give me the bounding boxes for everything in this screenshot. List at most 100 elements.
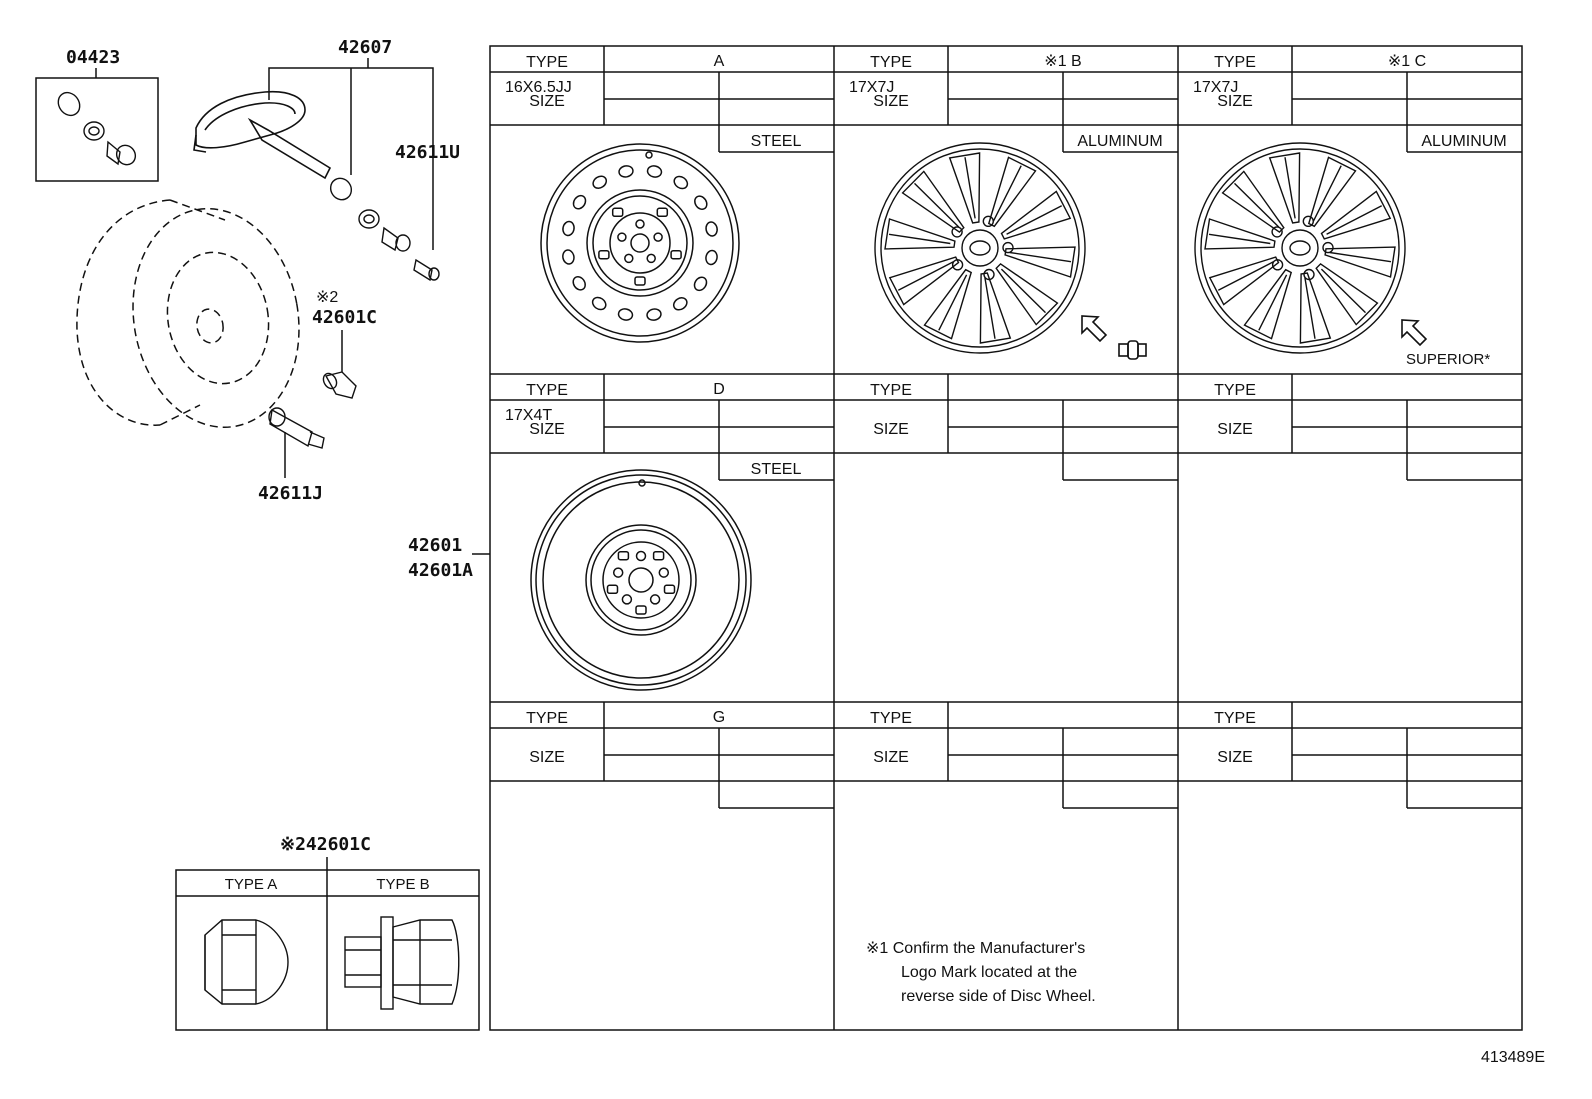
lug-hole	[635, 550, 647, 562]
spoke	[1000, 190, 1072, 240]
part-42607-group: 42607 42611U	[193, 37, 460, 282]
wheel-b-arrow-icon	[1081, 315, 1147, 360]
size-label: SIZE	[1217, 93, 1253, 110]
part-label-42611U: 42611U	[395, 142, 460, 163]
spoke-ridge	[1329, 251, 1392, 263]
part-42601-group: 42601 42601A	[408, 535, 490, 581]
spoke	[1307, 156, 1357, 228]
spoke-ridge	[992, 165, 1022, 222]
hub-slot	[617, 550, 630, 561]
size-value: 17X7J	[1193, 79, 1238, 96]
lug-hole	[983, 268, 995, 281]
part-label-42601A: 42601A	[408, 560, 473, 581]
spoke-ridge	[1217, 261, 1274, 291]
vent-hole	[572, 275, 586, 291]
size-label: SIZE	[873, 749, 909, 766]
footnote-line-1: ※1 Confirm the Manufacturer's	[866, 940, 1085, 957]
spoke-ridge	[1234, 182, 1280, 228]
spoke-ridge	[1000, 268, 1046, 314]
wheel-c-arrow-icon	[1401, 319, 1428, 347]
size-value: 16X6.5JJ	[505, 79, 572, 96]
material-value: STEEL	[751, 461, 802, 478]
vent-hole	[592, 175, 608, 189]
wheel-c-note: SUPERIOR*	[1406, 351, 1490, 368]
hub-slot	[606, 584, 619, 595]
part-label-42607: 42607	[338, 37, 392, 58]
spoke-ridge	[897, 261, 954, 291]
type-label: TYPE	[870, 382, 912, 399]
material-value: STEEL	[751, 133, 802, 150]
lug-hole	[621, 594, 633, 605]
hub-slot	[652, 550, 665, 561]
spoke-ridge	[914, 182, 960, 228]
vent-hole	[705, 249, 718, 266]
size-label: SIZE	[529, 93, 565, 110]
spoke	[1208, 256, 1280, 306]
part-label-42601: 42601	[408, 535, 462, 556]
nut-type-a-label: TYPE A	[225, 876, 278, 893]
material-value: ALUMINUM	[1421, 133, 1506, 150]
size-label: SIZE	[1217, 749, 1253, 766]
hub-slot	[635, 605, 647, 615]
spoke-ridge	[1258, 274, 1288, 331]
type-label: TYPE	[1214, 710, 1256, 727]
lug-hole	[1271, 226, 1283, 238]
spoke-ridge	[984, 277, 996, 339]
spoke-ridge	[888, 233, 951, 245]
spoke	[995, 262, 1059, 326]
flanged-nut-icon	[344, 916, 460, 1010]
spoke	[1320, 190, 1392, 240]
spoke	[1221, 170, 1285, 234]
spoke-ridge	[1006, 205, 1063, 235]
lug-hole	[646, 253, 656, 264]
lug-hole	[1002, 241, 1014, 254]
hub-slot	[634, 276, 646, 286]
valve-stem-icon	[268, 407, 325, 449]
footnote-line-3: reverse side of Disc Wheel.	[901, 988, 1096, 1005]
spoke	[901, 170, 965, 234]
spoke	[1268, 152, 1301, 224]
vent-hole	[694, 195, 708, 211]
type-value: A	[714, 53, 725, 70]
type-label: TYPE	[1214, 54, 1256, 71]
type-label: TYPE	[870, 710, 912, 727]
vent-hole	[562, 249, 575, 265]
wheel-c-aluminum-icon	[1194, 142, 1406, 354]
size-value: 17X7J	[849, 79, 894, 96]
lug-hole	[1271, 259, 1284, 271]
type-label: TYPE	[1214, 382, 1256, 399]
nut-type-b-label: TYPE B	[376, 876, 429, 893]
spoke	[1299, 272, 1332, 344]
spoke-ridge	[1320, 268, 1366, 314]
figure-id: 413489E	[1481, 1049, 1545, 1066]
lug-hole	[624, 253, 634, 264]
spoke	[923, 268, 973, 340]
spoke-ridge	[938, 274, 968, 331]
hub-slot	[663, 584, 676, 595]
valve-parts-icon	[329, 177, 440, 282]
size-label: SIZE	[873, 421, 909, 438]
hub-slot	[598, 249, 610, 260]
part-label-04423: 04423	[66, 47, 120, 68]
spoke	[987, 156, 1037, 228]
hub-slot	[670, 249, 682, 260]
spoke	[1243, 268, 1293, 340]
size-value: 17X4T	[505, 407, 552, 424]
spoke	[1004, 246, 1076, 278]
vent-hole	[572, 194, 587, 210]
vent-hole	[646, 165, 663, 178]
part-label-42611J: 42611J	[258, 483, 323, 504]
lug-hole	[617, 232, 627, 242]
wheel-b-aluminum-icon	[874, 142, 1086, 354]
footnote: ※1 Confirm the Manufacturer's Logo Mark …	[866, 940, 1096, 1005]
lug-hole	[951, 226, 963, 238]
wheel-d-spare-icon	[530, 469, 752, 691]
part-42601C-group: ※2 42601C	[312, 289, 377, 399]
type-label: TYPE	[870, 54, 912, 71]
spoke	[884, 218, 956, 250]
